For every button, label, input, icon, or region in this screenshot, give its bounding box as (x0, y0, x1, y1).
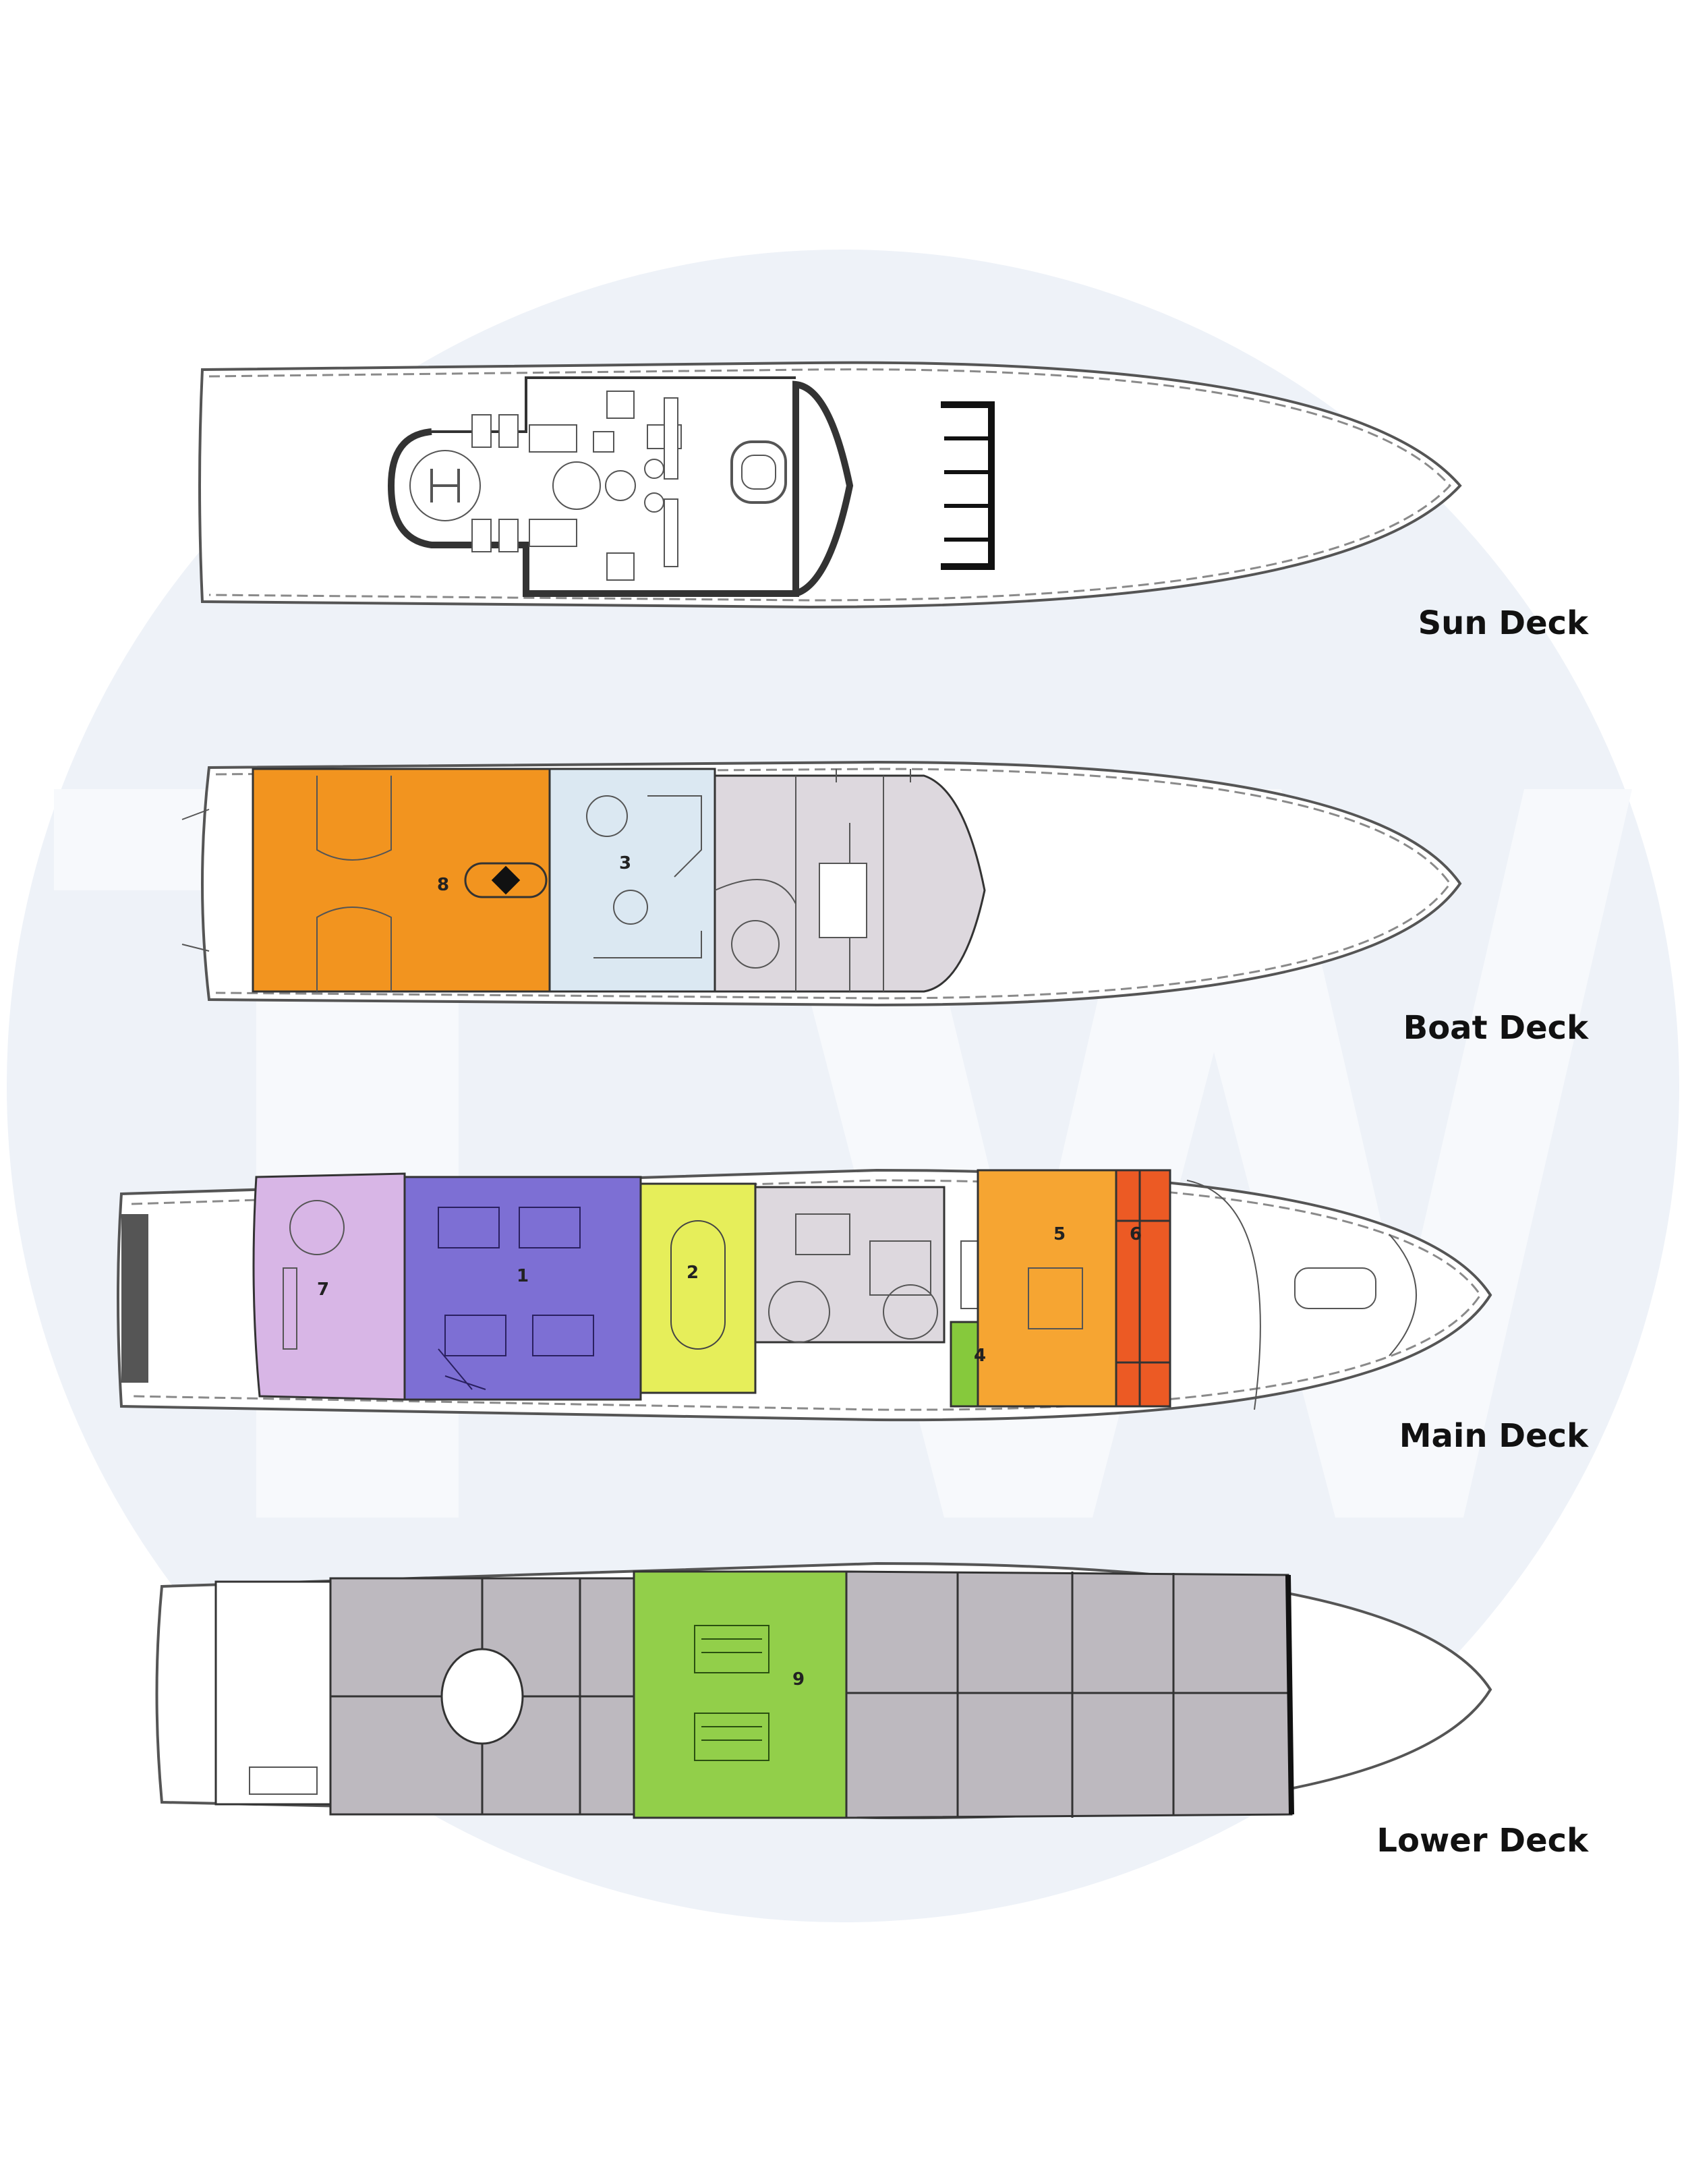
zone-9-number: 9 (792, 1669, 805, 1690)
zone-7-area (252, 1172, 406, 1401)
zone-5-number: 5 (1053, 1224, 1066, 1244)
zone-9-area (633, 1570, 848, 1819)
main-deck: 1 2 4 5 6 7 Main Deck (117, 1168, 1589, 1455)
zone-2-number: 2 (687, 1263, 699, 1283)
zone-4-number: 4 (974, 1346, 986, 1366)
lower-deck-label: Lower Deck (1376, 1822, 1589, 1860)
zone-6-area (1115, 1169, 1171, 1408)
sun-deck-label: Sun Deck (1418, 604, 1589, 642)
zone-3-area (548, 768, 716, 993)
zone-2-area (639, 1182, 757, 1394)
boat-deck-label: Boat Deck (1403, 1009, 1589, 1047)
lower-deck: 9 Lower Deck (155, 1561, 1589, 1860)
zone-1-number: 1 (517, 1266, 529, 1286)
zone-5-area (977, 1169, 1117, 1408)
zone-6-number: 6 (1130, 1224, 1142, 1244)
zone-1-area (403, 1176, 642, 1401)
zone-3-number: 3 (619, 853, 631, 873)
main-deck-label: Main Deck (1399, 1417, 1589, 1455)
sun-deck: Sun Deck (198, 361, 1589, 642)
zone-8-number: 8 (437, 875, 449, 895)
zone-7-number: 7 (317, 1280, 329, 1300)
boat-deck: 8 3 Boat Deck (181, 760, 1589, 1047)
